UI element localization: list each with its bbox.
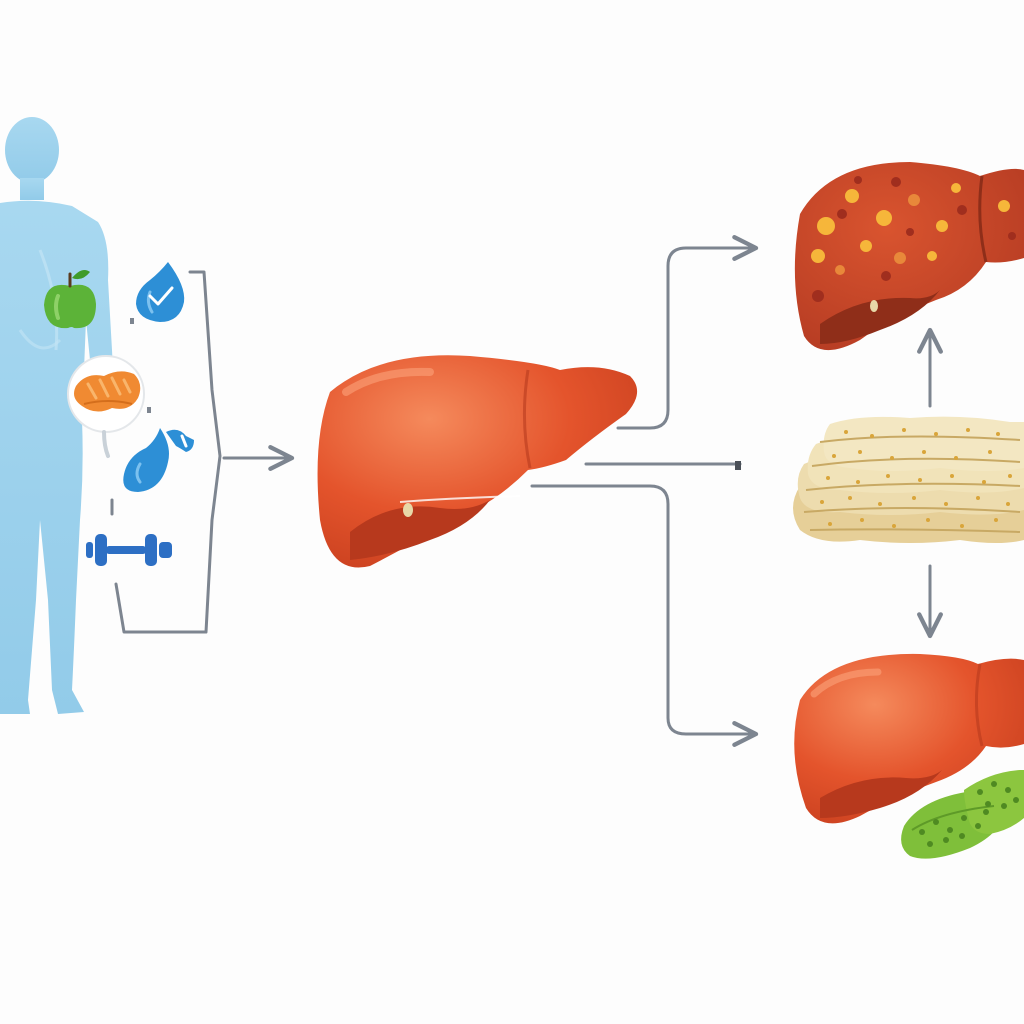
small-connector-dash bbox=[102, 430, 110, 458]
blue-organ-icon bbox=[123, 428, 194, 492]
fatty-spots bbox=[811, 176, 1016, 302]
arrow-liver-to-fat-end bbox=[735, 461, 741, 470]
green-cells-icon bbox=[901, 770, 1024, 859]
arrow-liver-to-fatty bbox=[616, 235, 759, 430]
arrow-liver-to-bottom bbox=[530, 484, 759, 747]
fat-layers-icon bbox=[793, 416, 1024, 543]
dumbbell-icon bbox=[86, 534, 172, 566]
water-drop-check-icon bbox=[136, 262, 185, 322]
liver-bottom-icon bbox=[794, 653, 1024, 824]
healthy-liver bbox=[317, 355, 638, 568]
small-dot-1 bbox=[130, 318, 134, 324]
fatty-liver-icon bbox=[794, 162, 1024, 351]
fat-tissue-icon bbox=[67, 355, 145, 433]
apple-icon bbox=[44, 270, 96, 329]
lifestyle-bracket bbox=[114, 270, 222, 634]
small-dot-2 bbox=[147, 407, 151, 413]
